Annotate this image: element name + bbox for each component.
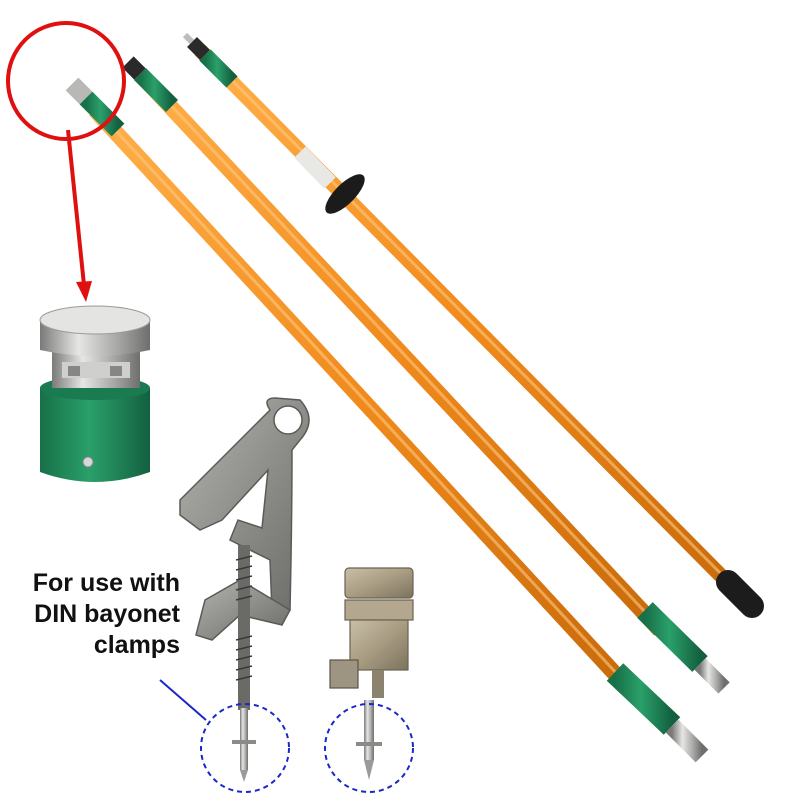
hot-stick-pole-middle — [122, 56, 730, 694]
bayonet-fitting-closeup — [39, 305, 151, 482]
caption-line-3: clamps — [93, 631, 180, 659]
arrow-icon — [66, 129, 92, 302]
din-clamp-large — [179, 397, 310, 782]
pointer-icon — [159, 679, 414, 793]
caption-text: For use with DIN bayonet clamps — [0, 568, 180, 661]
caption-line-2: DIN bayonet — [34, 600, 180, 628]
hot-stick-pole-right — [182, 32, 764, 618]
din-clamp-small — [329, 567, 414, 780]
caption-line-1: For use with — [32, 569, 180, 597]
callout-circle-icon — [6, 21, 126, 141]
hot-stick-pole-front — [65, 77, 709, 763]
